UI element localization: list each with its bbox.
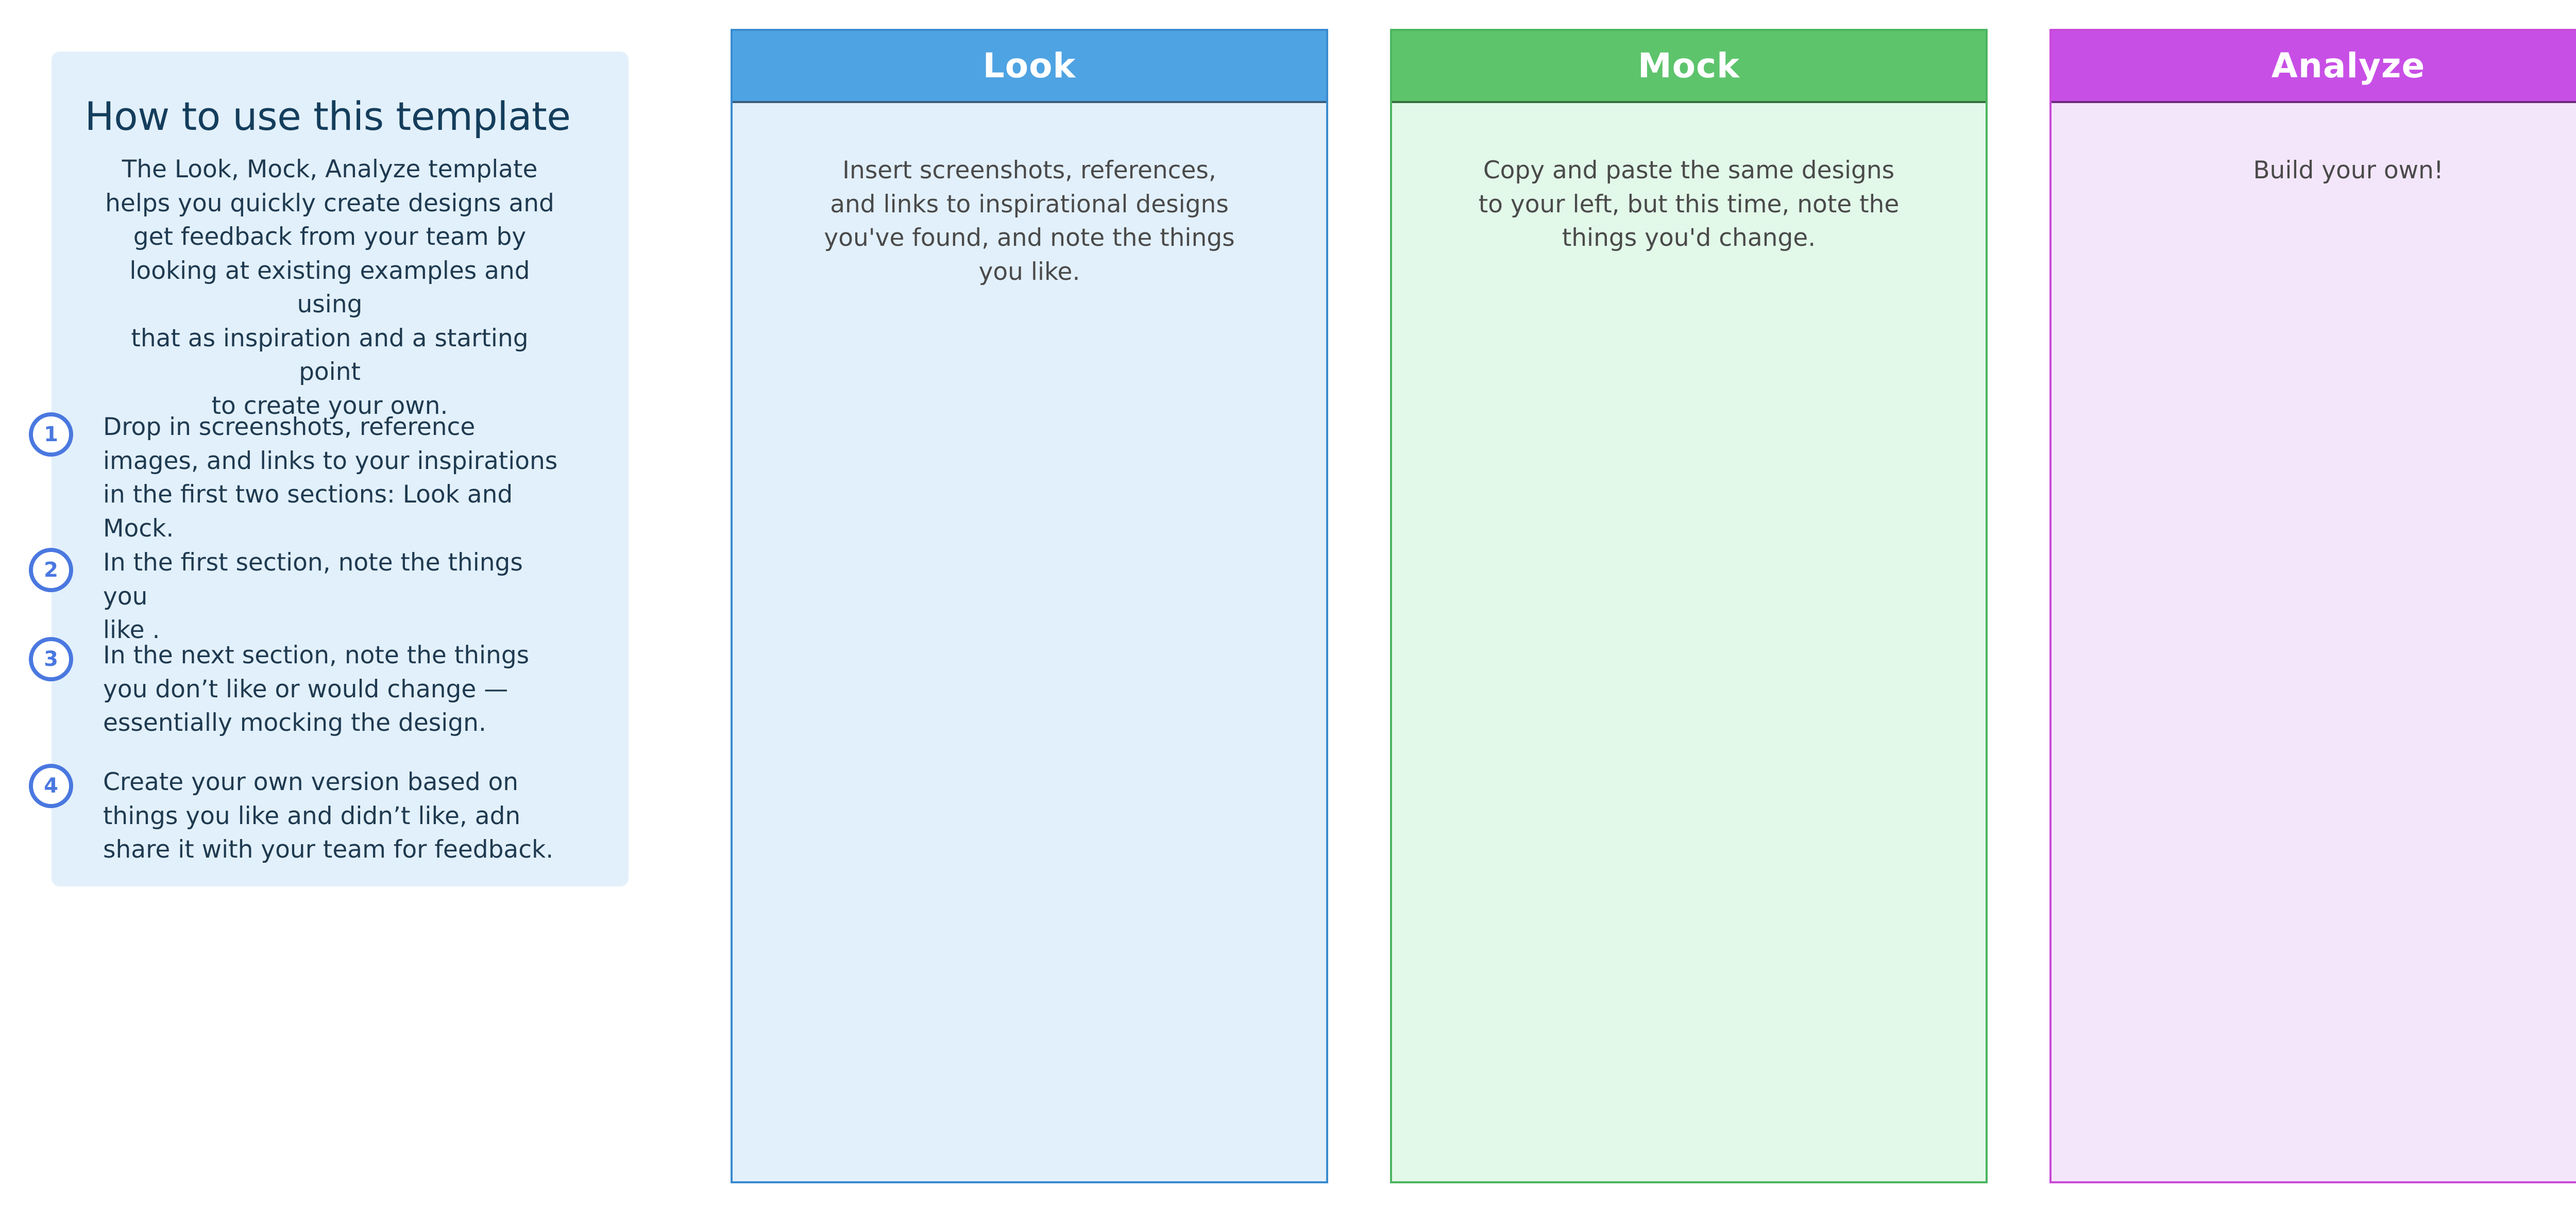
step-number-badge: 1 bbox=[29, 412, 73, 457]
analyze-frame[interactable]: Analyze Build your own! bbox=[2049, 29, 2576, 1183]
analyze-header: Analyze bbox=[2052, 31, 2576, 103]
analyze-description: Build your own! bbox=[2253, 156, 2444, 185]
step-number-badge: 3 bbox=[29, 637, 73, 681]
step-text: In the first section, note the things yo… bbox=[103, 548, 523, 644]
step-number-badge: 2 bbox=[29, 548, 73, 592]
look-header: Look bbox=[733, 31, 1326, 103]
look-frame[interactable]: Look Insert screenshots, references, and… bbox=[731, 29, 1328, 1183]
instructions-panel[interactable]: How to use this template The Look, Mock,… bbox=[29, 52, 629, 886]
mock-description: Copy and paste the same designs to your … bbox=[1478, 156, 1900, 252]
step-text: In the next section, note the things you… bbox=[103, 641, 530, 737]
look-description: Insert screenshots, references, and link… bbox=[824, 156, 1235, 286]
step-text: Create your own version based on things … bbox=[103, 768, 554, 864]
mock-header: Mock bbox=[1392, 31, 1986, 103]
instructions-intro: The Look, Mock, Analyze template helps y… bbox=[105, 155, 554, 420]
mock-frame[interactable]: Mock Copy and paste the same designs to … bbox=[1390, 29, 1988, 1183]
instructions-title: How to use this template bbox=[84, 93, 571, 139]
step-text: Drop in screenshots, reference images, a… bbox=[103, 413, 558, 543]
step-number-badge: 4 bbox=[29, 764, 73, 808]
